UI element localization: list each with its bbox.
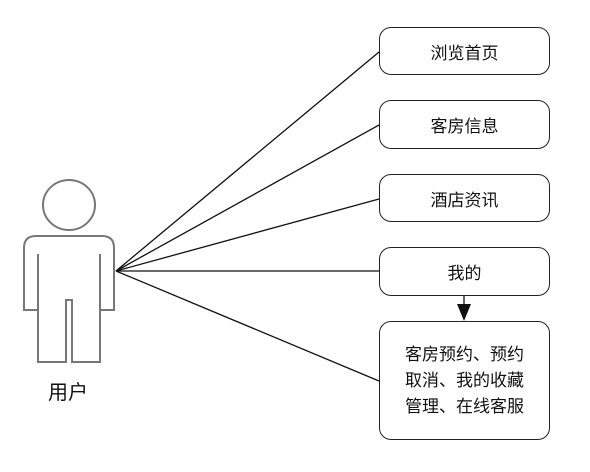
actor-head bbox=[42, 179, 96, 231]
usecase-browse-home-label: 浏览首页 bbox=[430, 43, 499, 64]
usecase-hotel-news-label: 酒店资讯 bbox=[430, 190, 499, 211]
usecase-mine-detail-line-1: 客房预约、预约 bbox=[405, 344, 524, 365]
usecase-room-info[interactable]: 客房信息 bbox=[379, 100, 550, 149]
line-room-info bbox=[115, 124, 380, 272]
line-mine-detail bbox=[115, 270, 380, 382]
include-arrow bbox=[457, 296, 471, 321]
usecase-room-info-label: 客房信息 bbox=[430, 117, 499, 137]
line-browse-home bbox=[115, 51, 380, 272]
usecase-hotel-news[interactable]: 酒店资讯 bbox=[379, 174, 550, 222]
usecase-mine-label: 我的 bbox=[447, 264, 482, 284]
association-lines bbox=[115, 51, 380, 382]
usecase-browse-home[interactable]: 浏览首页 bbox=[379, 27, 550, 75]
usecase-mine-detail-line-3: 管理、在线客服 bbox=[405, 396, 524, 417]
actor-body bbox=[23, 235, 115, 363]
actor-figure bbox=[23, 179, 115, 363]
line-hotel-news bbox=[115, 198, 380, 272]
usecase-mine-detail-line-2: 取消、我的收藏 bbox=[405, 370, 524, 391]
arrow-head bbox=[457, 304, 471, 321]
usecase-mine-detail[interactable]: 客房预约、预约 取消、我的收藏 管理、在线客服 bbox=[379, 321, 550, 440]
usecase-mine[interactable]: 我的 bbox=[379, 247, 550, 296]
actor-label: 用户 bbox=[48, 380, 88, 404]
